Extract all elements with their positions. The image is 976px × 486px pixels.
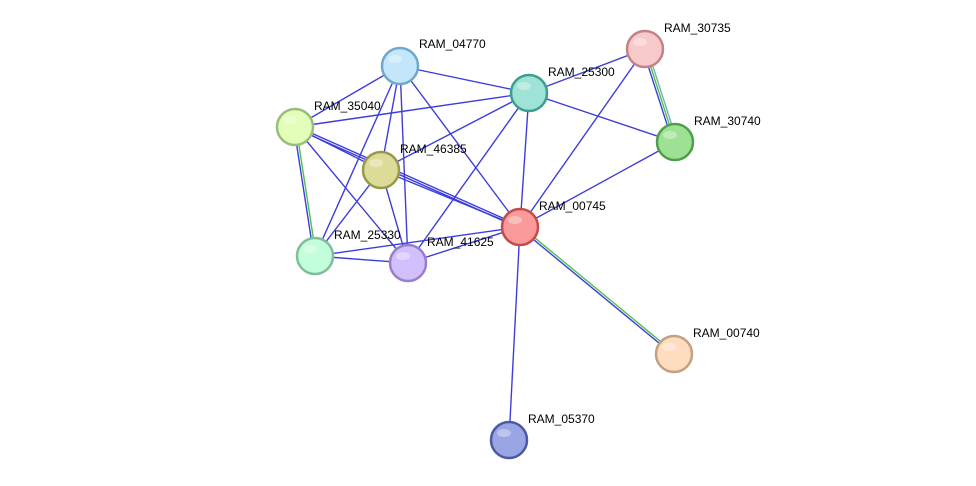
edge-RAM_04770-RAM_35040 [294,65,401,128]
node-highlight [662,343,676,351]
node-circle[interactable] [655,122,695,162]
node-highlight [663,131,677,139]
edge-RAM_25300-RAM_46385 [380,92,530,171]
node-circle[interactable] [295,236,335,276]
edge-RAM_04770-RAM_25300 [399,65,530,94]
node-label: RAM_04770 [419,37,486,51]
edge-line-blue [528,92,676,143]
edge-line-blue [294,65,401,128]
node-highlight [388,55,402,63]
node-highlight [369,159,383,167]
edge-line-blue [519,48,646,228]
node-label: RAM_30740 [694,114,761,128]
node-label: RAM_30735 [664,21,731,35]
node-highlight [283,116,297,124]
node-label: RAM_46385 [400,142,467,156]
edge-RAM_25300-RAM_00745 [519,92,530,228]
node-circle[interactable] [489,420,529,460]
edge-RAM_04770-RAM_25330 [314,65,401,257]
node-label: RAM_35040 [314,99,381,113]
node-label: RAM_25300 [548,65,615,79]
node-highlight [517,82,531,90]
node-RAM_30740[interactable]: RAM_30740 [655,114,761,162]
node-label: RAM_00745 [539,199,606,213]
edge-RAM_25330-RAM_00745 [314,226,521,257]
node-circle[interactable] [380,46,420,86]
edge-RAM_04770-RAM_00745 [399,65,521,228]
node-RAM_41625[interactable]: RAM_41625 [388,235,494,283]
node-circle[interactable] [654,334,694,374]
node-highlight [633,38,647,46]
edge-RAM_41625-RAM_00745 [407,226,521,264]
edge-RAM_25300-RAM_35040 [294,92,530,128]
edge-line-blue [508,226,521,441]
node-RAM_46385[interactable]: RAM_46385 [361,142,467,190]
edge-line-blue [399,65,530,94]
edge-RAM_25300-RAM_30740 [528,92,676,143]
node-RAM_05370[interactable]: RAM_05370 [489,412,595,460]
node-RAM_00740[interactable]: RAM_00740 [654,326,760,374]
node-circle[interactable] [625,29,665,69]
node-highlight [396,252,410,260]
node-RAM_35040[interactable]: RAM_35040 [275,99,381,147]
edge-RAM_04770-RAM_41625 [399,65,409,264]
node-RAM_00745[interactable]: RAM_00745 [500,199,606,247]
node-label: RAM_05370 [528,412,595,426]
node-circle[interactable] [361,150,401,190]
node-circle[interactable] [388,243,428,283]
edge-RAM_35040-RAM_25330 [293,126,317,257]
edge-line-blue [407,92,530,264]
edge-RAM_25300-RAM_30735 [528,48,646,94]
edge-line-blue [293,127,315,257]
edge-RAM_00745-RAM_05370 [508,226,521,441]
node-label: RAM_00740 [693,326,760,340]
edge-line-blue [380,92,530,171]
edge-line-blue [399,65,521,228]
node-label: RAM_25330 [334,228,401,242]
edge-line-green [520,225,676,354]
node-circle[interactable] [500,207,540,247]
node-RAM_30735[interactable]: RAM_30735 [625,21,731,69]
node-RAM_25300[interactable]: RAM_25300 [509,65,615,113]
edge-line-blue [294,92,530,128]
node-RAM_04770[interactable]: RAM_04770 [380,37,486,86]
edge-line-blue [519,92,530,228]
node-highlight [508,216,522,224]
edge-line-blue [399,65,409,264]
edge-line-blue [314,226,521,257]
edge-line-blue [380,169,521,228]
edge-RAM_25300-RAM_41625 [407,92,530,264]
node-highlight [497,429,511,437]
edge-line-green [295,126,317,256]
edge-RAM_00745-RAM_00740 [518,225,676,356]
node-highlight [303,245,317,253]
edge-line-blue [314,65,401,257]
edge-line-blue [407,226,521,264]
edge-RAM_30740-RAM_00745 [519,141,676,228]
edge-line-blue [528,48,646,94]
edge-line-blue [295,125,521,227]
edge-RAM_46385-RAM_00745 [380,169,521,228]
edge-line-blue [519,141,676,228]
node-RAM_25330[interactable]: RAM_25330 [295,228,401,276]
edge-line-blue [294,126,409,264]
node-circle[interactable] [275,107,315,147]
edge-RAM_35040-RAM_41625 [294,126,409,264]
edge-RAM_30735-RAM_00745 [519,48,646,228]
node-label: RAM_41625 [427,235,494,249]
node-circle[interactable] [509,73,549,113]
edge-line-blue [518,227,674,356]
